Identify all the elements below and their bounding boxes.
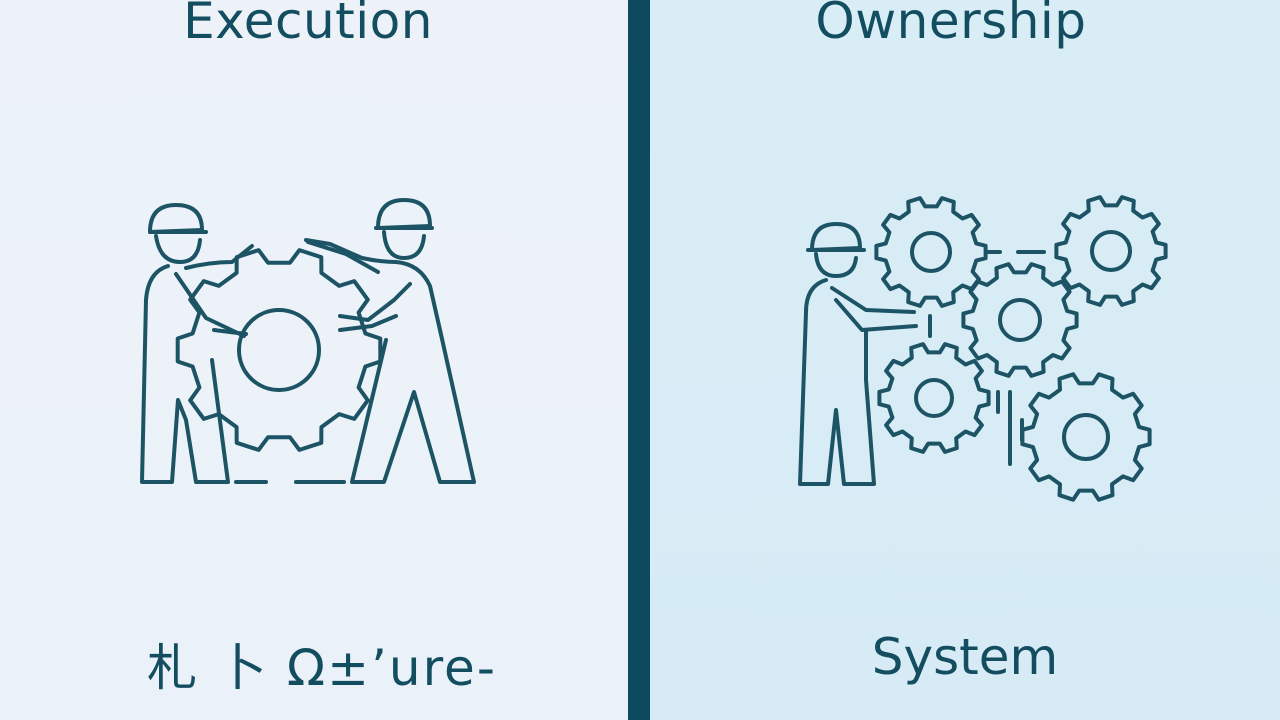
panel-divider — [628, 0, 650, 720]
ownership-caption: System — [871, 628, 1059, 686]
gear-top-left-icon — [874, 196, 988, 308]
ownership-title: Ownership — [815, 0, 1087, 50]
left-worker-icon — [140, 203, 254, 484]
ownership-panel: Ownership — [650, 0, 1280, 720]
gear-top-right-icon — [1054, 195, 1168, 307]
right-worker-icon — [304, 198, 476, 484]
gear-bottom-left-icon — [877, 342, 991, 454]
execution-caption: 札 卜 Ω±’ure- — [147, 639, 497, 697]
worker-icon — [798, 222, 918, 486]
gear-bottom-right-icon — [1020, 372, 1152, 502]
large-gear-icon — [175, 248, 383, 452]
workers-lifting-gear-icon — [140, 198, 476, 484]
worker-gear-system-icon — [798, 195, 1168, 502]
gear-center-icon — [961, 262, 1079, 378]
execution-panel: Execution 札 卜 Ω±’u — [0, 0, 628, 720]
execution-title: Execution — [183, 0, 433, 50]
